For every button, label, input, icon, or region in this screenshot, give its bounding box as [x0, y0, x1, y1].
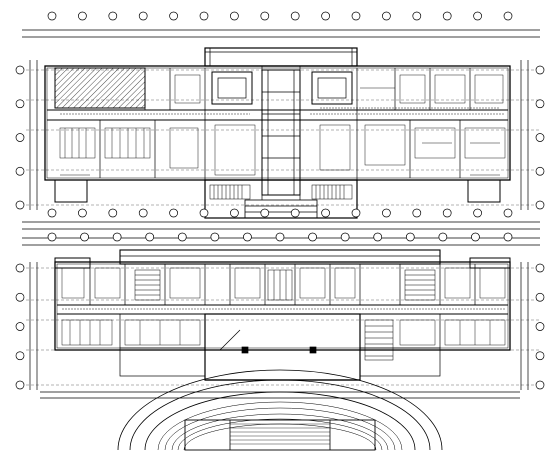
grid-bubble-left-1	[15, 263, 25, 273]
grid-bubble-top-13	[412, 11, 422, 21]
grid-bubble-top-8	[275, 232, 285, 242]
grid-bubble-top-15	[473, 11, 482, 21]
grid-bubble-top-6	[199, 11, 209, 21]
grid-bubbles-top-lower	[47, 232, 513, 242]
grid-bubble-top-15	[503, 232, 513, 242]
grid-bubble-bottom-9	[290, 208, 300, 218]
grid-bubble-bottom-10	[321, 208, 330, 218]
grid-bubble-bottom-1	[47, 208, 57, 218]
grid-bubbles-right-upper	[535, 65, 545, 210]
grid-bubble-right-4	[535, 351, 545, 361]
grid-bubble-right-1	[535, 65, 545, 75]
grid-bubble-bottom-11	[351, 208, 361, 218]
grid-bubble-top-7	[230, 11, 239, 21]
grid-bubble-left-2	[15, 292, 25, 302]
grid-bubble-top-2	[78, 11, 87, 21]
grid-bubble-bottom-2	[78, 208, 87, 218]
grid-bubble-right-2	[535, 99, 545, 109]
grid-bubble-top-4	[145, 232, 155, 242]
grid-bubble-top-3	[112, 232, 122, 242]
grid-bubble-bottom-5	[169, 208, 178, 218]
grid-bubble-left-5	[15, 380, 25, 390]
grid-bubble-top-10	[321, 11, 330, 21]
grid-bubble-left-5	[15, 200, 25, 210]
grid-bubble-right-4	[535, 166, 545, 176]
grid-bubble-bottom-8	[260, 208, 270, 218]
grid-bubble-right-5	[535, 200, 545, 210]
grid-bubble-bottom-14	[442, 208, 452, 218]
grid-bubbles-left-lower	[15, 263, 25, 390]
grid-bubble-left-3	[15, 133, 25, 142]
grid-bubble-top-14	[442, 11, 452, 21]
grid-bubble-bottom-15	[473, 208, 482, 218]
grid-bubbles-top-upper	[47, 11, 513, 21]
grid-bubble-top-2	[80, 232, 89, 242]
grid-bubble-top-10	[340, 232, 350, 242]
grid-bubble-top-11	[351, 11, 361, 21]
grid-bubble-top-8	[260, 11, 270, 21]
lower-floor-plan	[22, 237, 540, 451]
upper-floor-plan	[22, 29, 540, 230]
grid-bubbles-bottom-upper	[47, 208, 513, 218]
grid-bubble-top-1	[47, 11, 57, 21]
grid-bubble-right-5	[535, 380, 545, 390]
grid-bubble-top-9	[308, 232, 317, 242]
grid-bubble-bottom-7	[230, 208, 239, 218]
grid-bubble-top-16	[503, 11, 513, 21]
grid-bubble-bottom-16	[503, 208, 513, 218]
grid-bubble-top-1	[47, 232, 57, 242]
grid-bubble-top-11	[373, 232, 383, 242]
grid-bubble-top-12	[405, 232, 415, 242]
grid-bubble-left-2	[15, 99, 25, 109]
grid-bubble-top-5	[169, 11, 178, 21]
grid-bubble-top-14	[471, 232, 480, 242]
grid-bubble-right-1	[535, 263, 545, 273]
grid-bubble-right-2	[535, 292, 545, 302]
grid-bubble-top-3	[108, 11, 118, 21]
grid-bubble-right-3	[535, 133, 545, 142]
grid-bubble-right-3	[535, 322, 545, 331]
grid-bubble-top-9	[290, 11, 300, 21]
grid-bubble-top-7	[243, 232, 252, 242]
grid-bubbles-left-upper	[15, 65, 25, 210]
grid-bubble-bottom-4	[138, 208, 148, 218]
grid-bubble-top-5	[177, 232, 187, 242]
grid-bubble-bottom-13	[412, 208, 422, 218]
grid-bubble-bottom-12	[382, 208, 391, 218]
grid-bubble-top-6	[210, 232, 220, 242]
grid-bubble-left-4	[15, 166, 25, 176]
grid-bubble-left-3	[15, 322, 25, 331]
grid-bubble-left-4	[15, 351, 25, 361]
grid-bubble-left-1	[15, 65, 25, 75]
grid-bubble-top-13	[438, 232, 448, 242]
grid-bubble-top-12	[382, 11, 391, 21]
grid-bubble-top-4	[138, 11, 148, 21]
grid-bubble-bottom-3	[108, 208, 118, 218]
grid-bubble-bottom-6	[199, 208, 209, 218]
grid-bubbles-right-lower	[535, 263, 545, 390]
